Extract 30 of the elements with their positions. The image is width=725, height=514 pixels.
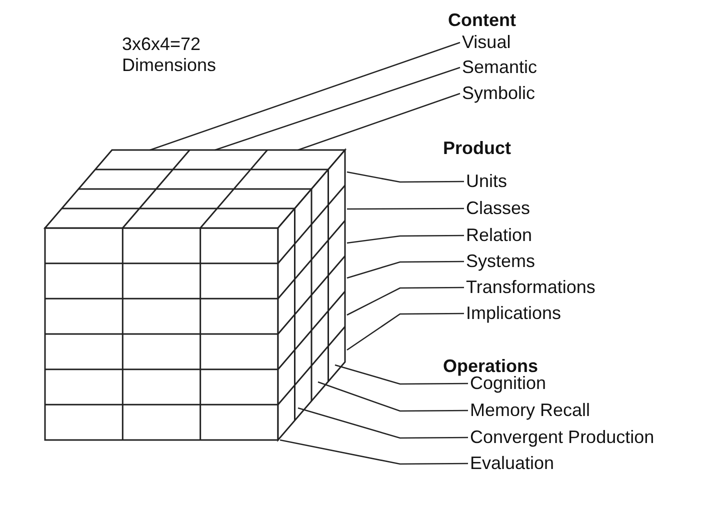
dimension-label: Semantic — [462, 57, 538, 78]
leader-line — [346, 286, 464, 316]
leader-line — [150, 42, 460, 151]
dimension-label: Units — [466, 171, 508, 192]
leader-line — [298, 92, 460, 151]
leader-line — [346, 171, 464, 183]
section-heading: Operations — [443, 356, 538, 376]
dimension-label: Memory Recall — [470, 400, 590, 421]
dimension-label: Systems — [466, 251, 536, 272]
dimension-label: Convergent Production — [470, 427, 654, 448]
dimension-label: Classes — [466, 198, 530, 219]
dimension-label: Symbolic — [462, 83, 536, 104]
leader-line — [347, 208, 464, 210]
leader-line — [214, 66, 460, 151]
dimension-label: Cognition — [470, 373, 546, 394]
leader-line — [298, 407, 468, 439]
leader-line — [346, 234, 464, 244]
dimension-label: Visual — [462, 32, 511, 53]
dimension-label: Transformations — [466, 277, 596, 298]
leader-line — [346, 312, 464, 351]
dimension-label: Relation — [466, 225, 532, 246]
section-heading: Product — [443, 138, 512, 159]
dimension-label: Implications — [466, 303, 562, 324]
dimension-label: Evaluation — [470, 453, 554, 474]
note-text: 3x6x4=72 Dimensions — [122, 34, 218, 76]
section-heading: Content — [448, 10, 516, 31]
leader-line — [280, 439, 468, 465]
leader-line — [346, 260, 464, 279]
leader-line — [318, 381, 468, 412]
leader-line — [334, 364, 468, 385]
